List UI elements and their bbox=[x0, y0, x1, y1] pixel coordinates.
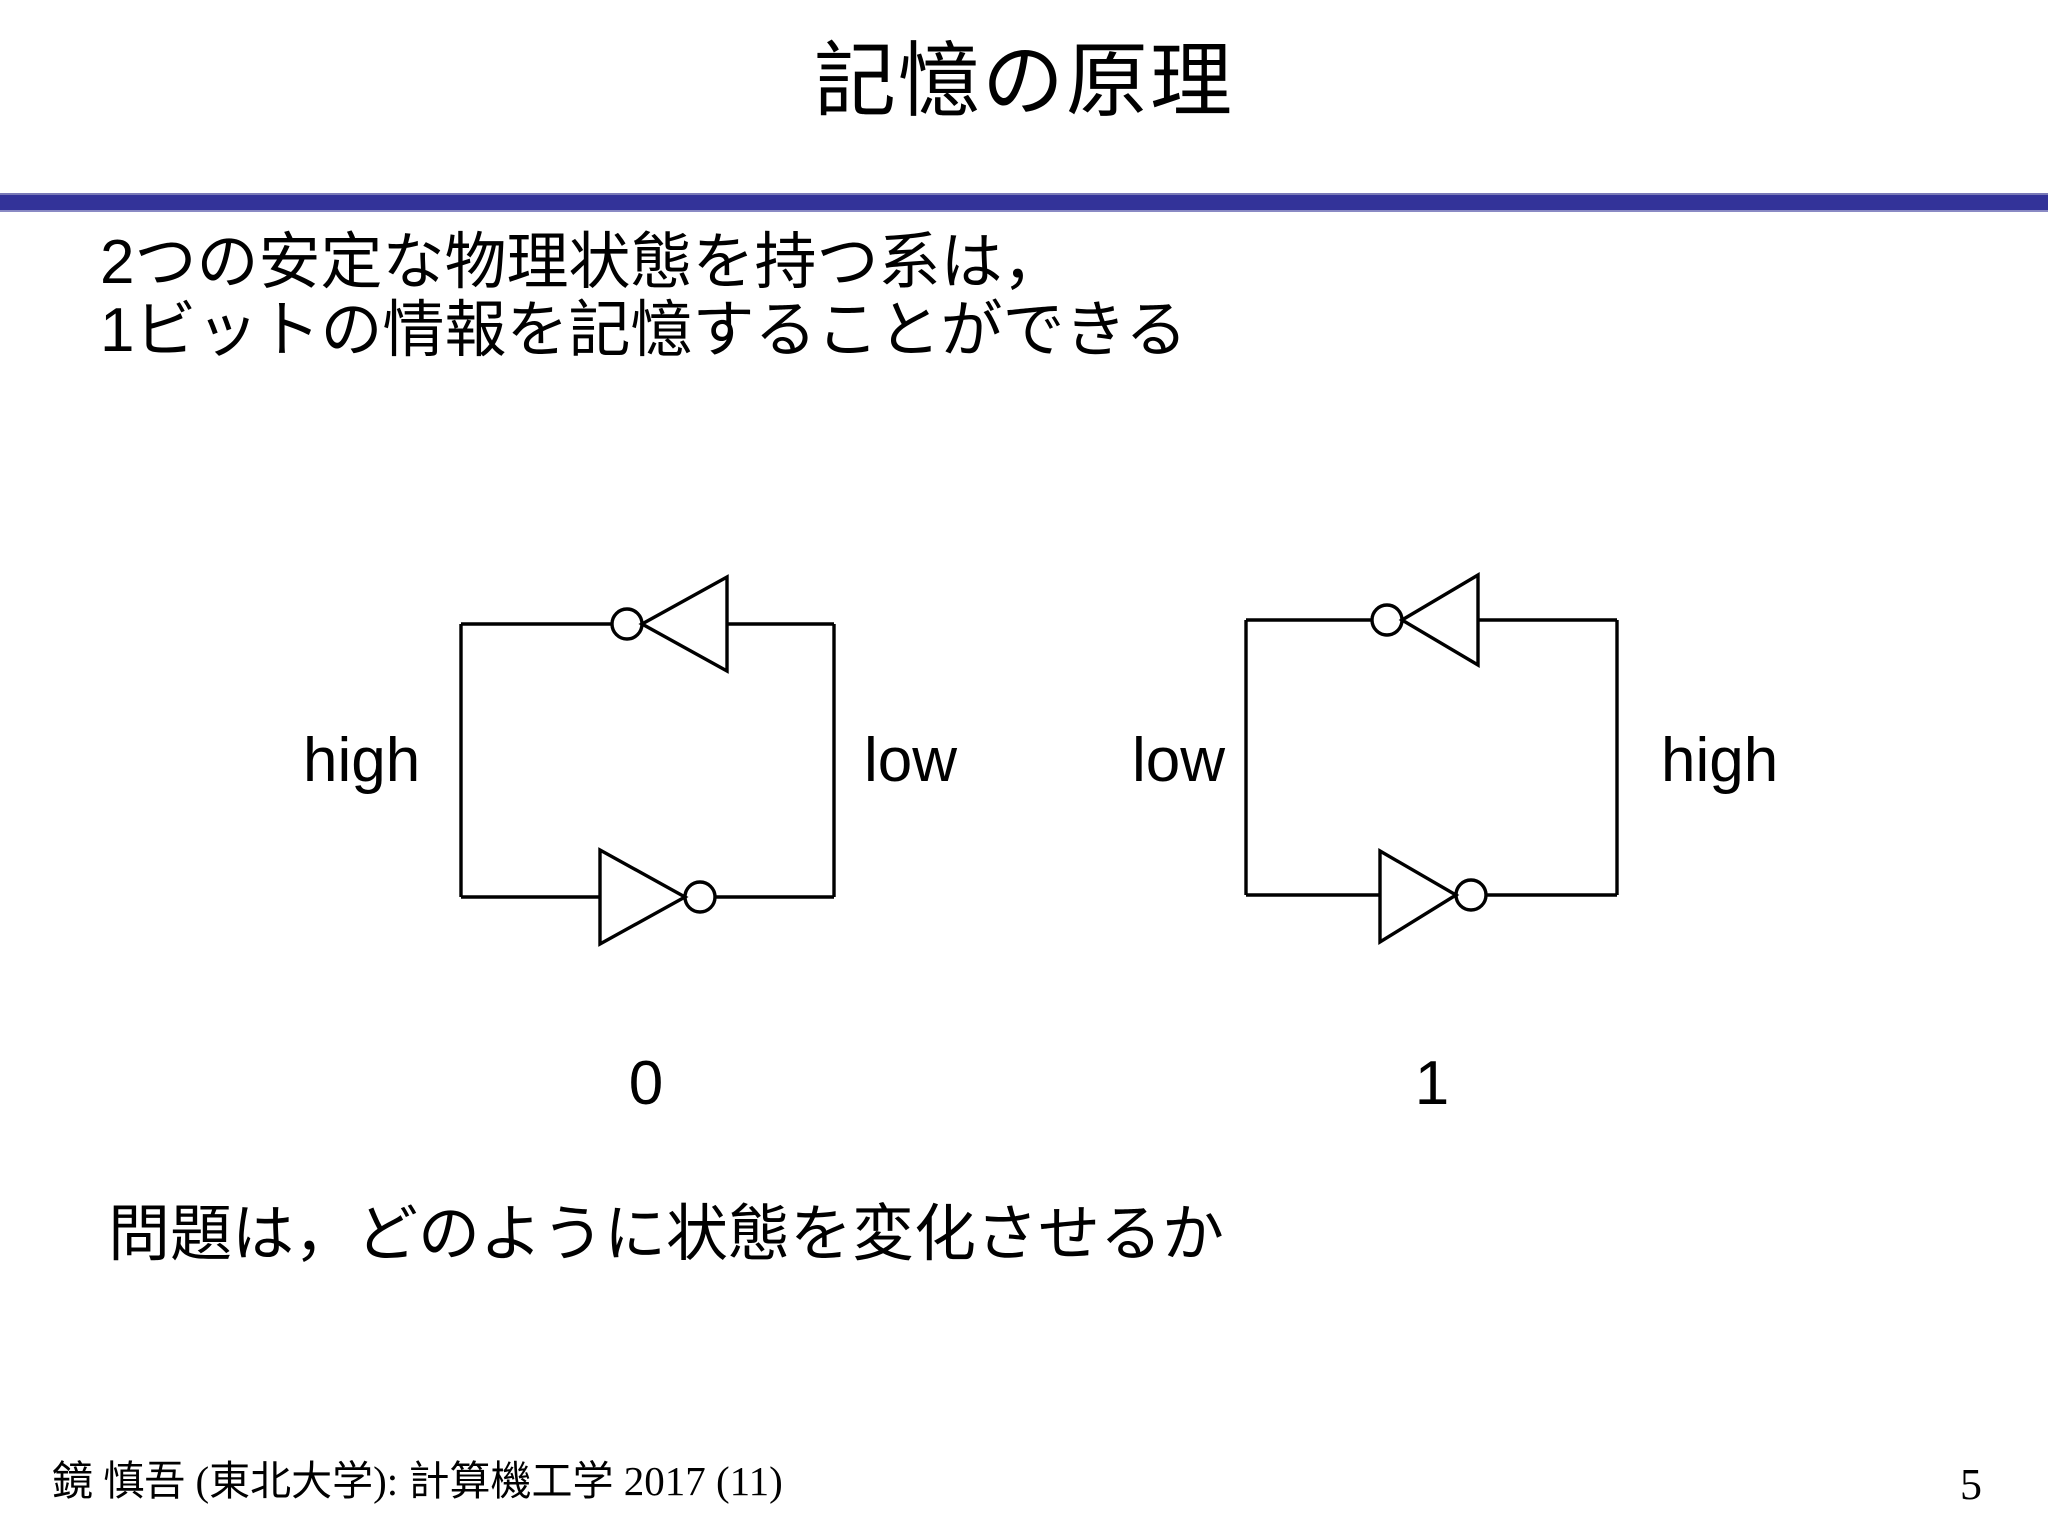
inverter-bubble-top-0 bbox=[610, 607, 644, 641]
inverter-triangle-top-0 bbox=[638, 574, 729, 674]
state-value-caption-0: 0 bbox=[628, 1049, 664, 1118]
inverter-bubble-bottom-0 bbox=[683, 880, 717, 914]
circuit-state-0 bbox=[459, 574, 836, 947]
inverter-triangle-top-1 bbox=[1398, 572, 1480, 668]
inverter-triangle-bottom-0 bbox=[598, 847, 689, 947]
circuit-state-1 bbox=[1244, 572, 1619, 946]
intro-text-line-1: 2つの安定な物理状態を持つ系は， bbox=[100, 228, 1065, 297]
title-divider-rule bbox=[0, 193, 2048, 212]
page-number: 5 bbox=[1960, 1460, 1982, 1509]
inverter-bubble-top-1 bbox=[1370, 603, 1404, 637]
signal-label-left-circuit-left: high bbox=[303, 726, 421, 795]
signal-label-left-circuit-right: low bbox=[864, 726, 958, 795]
footer-credit: 鏡 慎吾 (東北大学): 計算機工学 2017 (11) bbox=[52, 1458, 783, 1504]
inverter-triangle-bottom-1 bbox=[1378, 848, 1460, 946]
page-title: 記憶の原理 bbox=[813, 36, 1234, 127]
intro-text-line-2: 1ビットの情報を記憶することができる bbox=[100, 296, 1188, 365]
signal-label-right-circuit-right: high bbox=[1661, 726, 1779, 795]
inverter-bubble-bottom-1 bbox=[1454, 878, 1488, 912]
signal-label-right-circuit-left: low bbox=[1132, 726, 1226, 795]
question-text-line: 問題は，どのように状態を変化させるか bbox=[108, 1200, 1225, 1269]
state-value-caption-1: 1 bbox=[1414, 1049, 1450, 1118]
